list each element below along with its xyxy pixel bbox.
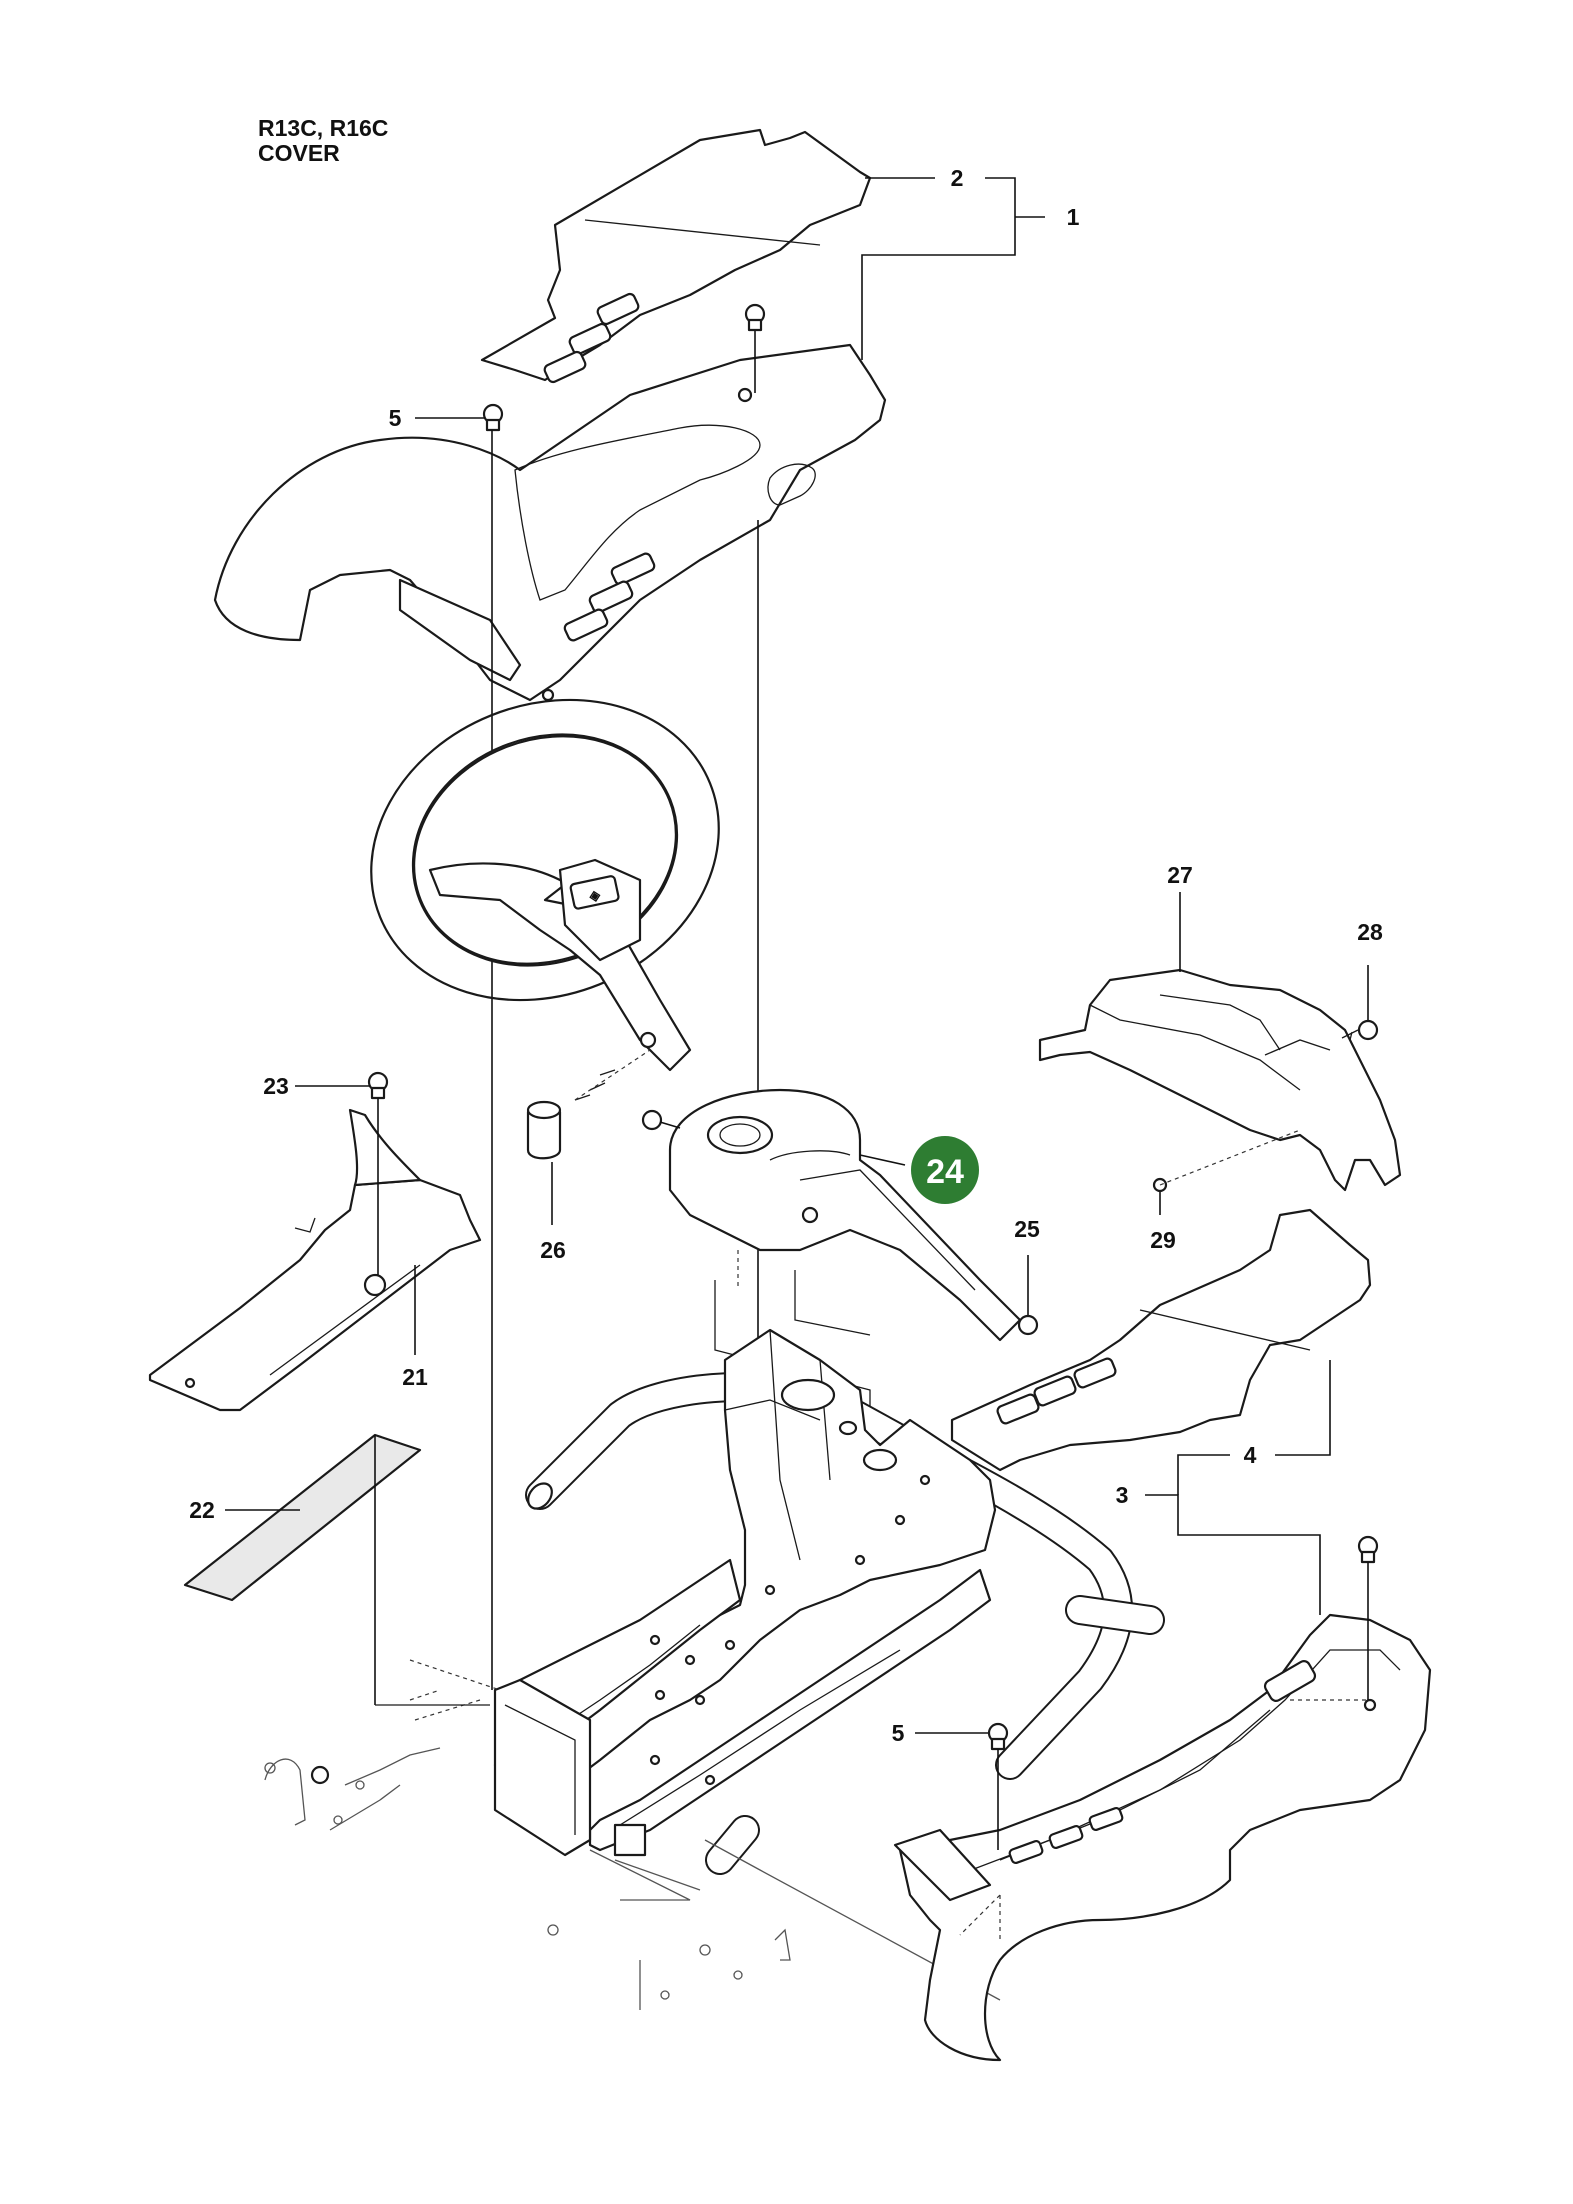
model-title: R13C, R16C [258, 115, 388, 141]
side-panel-part-21 [148, 1108, 482, 1412]
callout-22: 22 [189, 1497, 215, 1523]
callout-26: 26 [540, 1237, 566, 1263]
callout-28: 28 [1357, 919, 1383, 945]
chassis-frame [264, 1328, 1165, 2010]
steering-shaft-hardware [574, 1031, 657, 1101]
section-title: COVER [258, 140, 340, 166]
brand-emblem-icon: ◈ [587, 886, 603, 904]
steering-column-cover [668, 1088, 1022, 1342]
callout-4: 4 [1244, 1442, 1257, 1468]
front-cover-shell-part-3 [893, 1613, 1432, 2062]
top-cover-shell [213, 343, 887, 702]
highlight-label: 24 [926, 1153, 964, 1191]
callout-21: 21 [402, 1364, 428, 1390]
callout-29: 29 [1150, 1227, 1176, 1253]
cap-part-26 [526, 1100, 562, 1225]
callout-25: 25 [1014, 1216, 1040, 1242]
screw-part-25 [1017, 1255, 1039, 1336]
callout-2: 2 [951, 165, 964, 191]
screw-column-left [641, 1109, 681, 1131]
nut-part-29 [1152, 1129, 1301, 1215]
front-pad-part-4 [950, 1208, 1372, 1472]
floor-mat-part-22 [183, 1433, 422, 1705]
top-cover-pad [480, 128, 872, 384]
rear-cover-part-27 [1038, 968, 1402, 1192]
screw-front-right [1357, 1535, 1379, 1700]
screw-front-left [987, 1722, 1009, 1850]
callout-3: 3 [1116, 1482, 1129, 1508]
callout-1: 1 [1067, 204, 1080, 230]
screw-top-left [482, 403, 504, 432]
callout-5-bottom: 5 [892, 1720, 905, 1746]
callout-27: 27 [1167, 862, 1193, 888]
steering-wheel: ◈ [370, 698, 720, 1072]
leader-lines [225, 177, 1331, 1734]
screw-part-23 [367, 1071, 389, 1275]
column-guide-line-2 [794, 1270, 871, 1336]
callout-23: 23 [263, 1073, 289, 1099]
callout-5-top: 5 [389, 405, 402, 431]
screw-part-28 [1341, 965, 1379, 1041]
screw-top-center [744, 303, 766, 393]
highlight-badge [911, 1136, 979, 1204]
highlight-callout-24: 24 [911, 1136, 979, 1204]
